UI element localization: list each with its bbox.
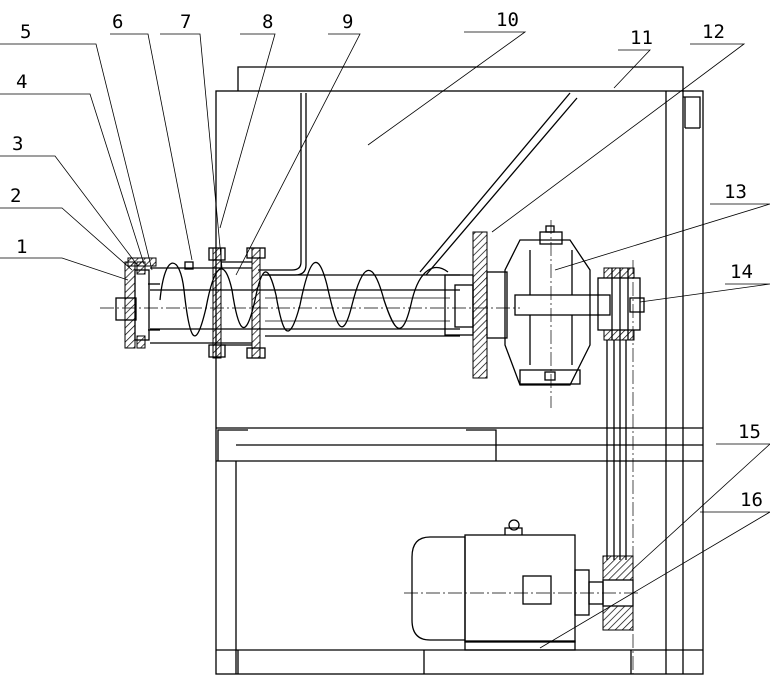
hopper bbox=[237, 66, 684, 276]
upper-pulley bbox=[597, 267, 645, 341]
callout-11: 11 bbox=[630, 27, 653, 49]
v-belts bbox=[606, 340, 627, 560]
callout-13: 13 bbox=[724, 181, 747, 203]
screw-conveyor bbox=[100, 261, 520, 344]
callout-16: 16 bbox=[740, 489, 763, 511]
callout-9: 9 bbox=[342, 11, 353, 33]
callout-2: 2 bbox=[10, 185, 21, 207]
bearing-flange bbox=[444, 231, 508, 379]
callout-15: 15 bbox=[738, 421, 761, 443]
machine-frame bbox=[215, 90, 704, 675]
callout-12: 12 bbox=[702, 21, 725, 43]
callout-4: 4 bbox=[16, 71, 27, 93]
callout-8: 8 bbox=[262, 11, 273, 33]
electric-motor bbox=[404, 260, 640, 674]
gear-reducer bbox=[504, 220, 611, 408]
callout-7: 7 bbox=[180, 11, 191, 33]
leader-lines bbox=[0, 31, 770, 649]
callout-6: 6 bbox=[112, 11, 123, 33]
callout-1: 1 bbox=[16, 236, 27, 258]
callout-14: 14 bbox=[730, 261, 753, 283]
callout-10: 10 bbox=[496, 9, 519, 31]
callout-3: 3 bbox=[12, 133, 23, 155]
callout-labels: 1 2 3 4 5 6 7 8 9 10 11 12 13 14 15 16 bbox=[10, 9, 763, 511]
callout-5: 5 bbox=[20, 21, 31, 43]
end-cap-assembly bbox=[115, 247, 266, 359]
